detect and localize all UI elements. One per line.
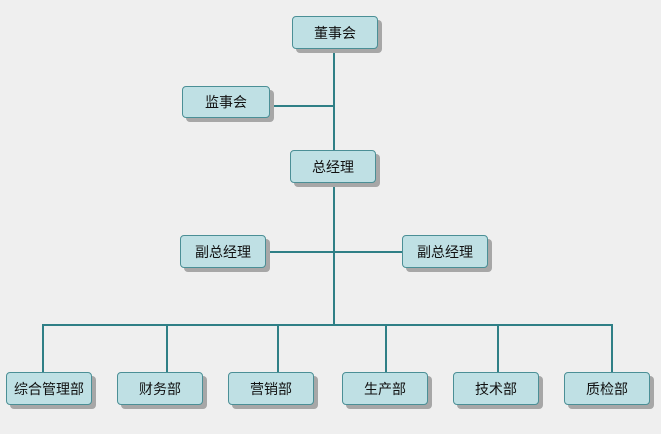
department-node: 生产部 [342, 372, 428, 405]
connector-departments-bus [42, 324, 613, 326]
department-node: 技术部 [453, 372, 539, 405]
department-node: 营销部 [228, 372, 314, 405]
connector-dept-5 [497, 324, 499, 373]
connector-dept-6 [611, 324, 613, 373]
connector-board-to-gm [333, 50, 335, 152]
connector-deputy-right [334, 251, 402, 253]
department-node: 财务部 [117, 372, 203, 405]
general-manager-node: 总经理 [290, 150, 376, 183]
supervisory-board-node: 监事会 [182, 86, 270, 118]
deputy-gm-right-node: 副总经理 [402, 235, 488, 268]
connector-supervisory [270, 105, 334, 107]
connector-dept-4 [385, 324, 387, 373]
connector-dept-3 [277, 324, 279, 373]
department-node: 综合管理部 [6, 372, 92, 405]
connector-dept-2 [166, 324, 168, 373]
department-node: 质检部 [564, 372, 650, 405]
deputy-gm-left-node: 副总经理 [180, 235, 266, 268]
connector-gm-to-departments [333, 184, 335, 325]
connector-deputy-left [266, 251, 334, 253]
connector-dept-1 [42, 324, 44, 373]
board-node: 董事会 [292, 16, 378, 49]
